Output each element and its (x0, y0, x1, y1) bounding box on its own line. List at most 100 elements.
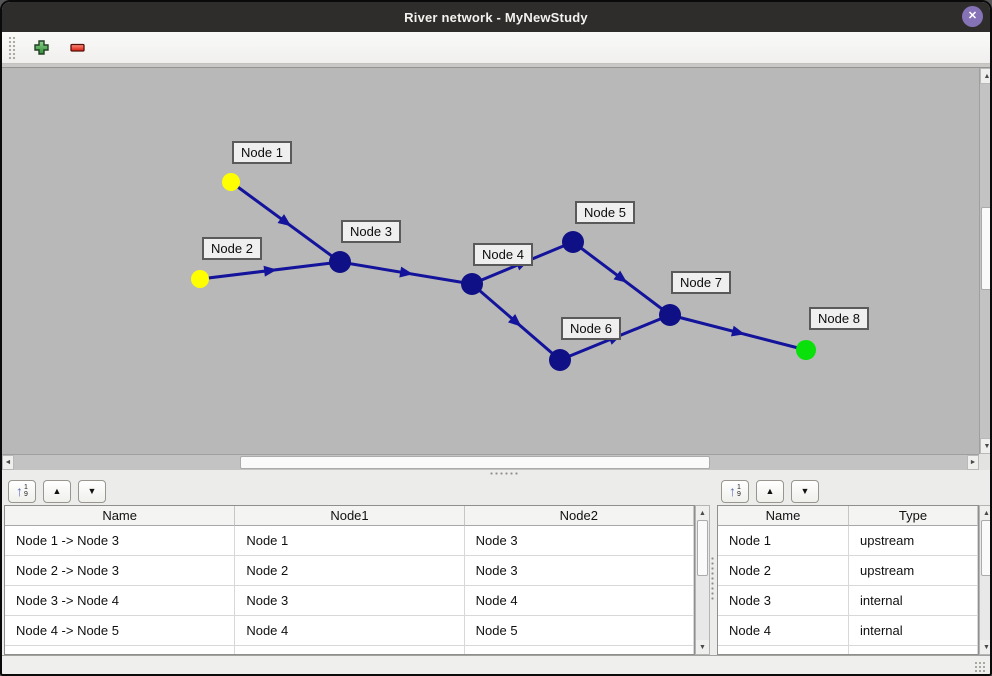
table-cell: Node 4 (235, 616, 465, 646)
canvas-vscrollbar[interactable]: ▲ ▼ (979, 68, 991, 454)
toolbar-drag-handle[interactable] (8, 35, 16, 60)
move-up-button[interactable]: ▲ (756, 479, 784, 503)
table-cell: Node 5 (464, 616, 694, 646)
edge-arrow-icon (277, 214, 292, 227)
table-cell: Node 1 (718, 526, 849, 556)
node-label-node-1: Node 1 (232, 141, 292, 164)
toolbar-separator (2, 64, 990, 68)
scroll-up-button[interactable]: ▲ (980, 506, 990, 520)
vscroll-thumb[interactable] (981, 520, 990, 576)
arrow-down-icon: ▼ (983, 643, 990, 651)
move-up-button[interactable]: ▲ (43, 479, 71, 503)
node-label-node-7: Node 7 (671, 271, 731, 294)
move-down-button[interactable]: ▼ (791, 479, 819, 503)
scroll-right-button[interactable]: ► (967, 455, 979, 470)
window-resize-grip[interactable] (974, 661, 987, 674)
table-cell: Node 4 (464, 586, 694, 616)
table-cell: upstream (848, 526, 978, 556)
table-cell: upstream (848, 556, 978, 586)
network-node-node-3[interactable] (329, 251, 351, 273)
network-node-node-7[interactable] (659, 304, 681, 326)
triangle-down-icon: ▼ (800, 485, 810, 496)
scroll-up-button[interactable]: ▲ (980, 68, 991, 84)
table-row[interactable] (5, 646, 694, 654)
remove-button[interactable] (66, 37, 88, 59)
table-cell: Node 3 (718, 586, 849, 616)
table-cell: Node 3 (464, 556, 694, 586)
splitter-grip-icon (711, 556, 714, 602)
arrow-down-icon: ▼ (983, 442, 991, 450)
main-toolbar (2, 32, 990, 64)
close-button[interactable]: ✕ (962, 6, 983, 27)
table-cell: internal (848, 586, 978, 616)
table-cell: Node 4 -> Node 5 (5, 616, 236, 646)
table-row[interactable] (718, 646, 978, 654)
arrow-down-icon: ▼ (699, 643, 706, 651)
network-node-node-1[interactable] (222, 173, 240, 191)
node-label-node-8: Node 8 (809, 307, 869, 330)
network-node-node-5[interactable] (562, 231, 584, 253)
vscroll-thumb[interactable] (981, 207, 990, 290)
titlebar[interactable]: River network - MyNewStudy ✕ (2, 2, 990, 32)
network-node-node-4[interactable] (461, 273, 483, 295)
column-header-name[interactable]: Name (718, 506, 849, 526)
hscroll-thumb[interactable] (240, 456, 710, 469)
plus-icon (33, 40, 49, 55)
arrow-right-icon: ► (969, 459, 977, 466)
table-cell: Node 2 (235, 556, 465, 586)
network-node-node-6[interactable] (549, 349, 571, 371)
scroll-left-button[interactable]: ◄ (2, 455, 14, 470)
table-cell: internal (848, 616, 978, 646)
table-cell: Node 1 (235, 526, 465, 556)
panel-splitter[interactable] (710, 476, 715, 655)
arrow-up-icon: ▲ (983, 72, 991, 80)
column-header-name[interactable]: Name (5, 506, 236, 526)
scroll-down-button[interactable]: ▼ (980, 640, 990, 654)
column-header-type[interactable]: Type (849, 506, 978, 526)
arrow-up-icon: ▲ (699, 509, 706, 517)
canvas-table-splitter[interactable] (2, 470, 990, 476)
table-cell (849, 646, 978, 654)
scroll-down-button[interactable]: ▼ (696, 640, 709, 654)
vscroll-thumb[interactable] (697, 520, 708, 576)
table-cell: Node 3 -> Node 4 (5, 586, 236, 616)
column-header-node1[interactable]: Node1 (235, 506, 465, 526)
network-node-node-2[interactable] (191, 270, 209, 288)
move-down-button[interactable]: ▼ (78, 479, 106, 503)
window-title: River network - MyNewStudy (404, 9, 588, 25)
scroll-down-button[interactable]: ▼ (980, 438, 991, 454)
scroll-up-button[interactable]: ▲ (696, 506, 709, 520)
column-header-node2[interactable]: Node2 (464, 506, 694, 526)
nodes-vscrollbar[interactable]: ▲ ▼ (979, 505, 990, 655)
minus-icon (69, 43, 85, 52)
network-node-node-8[interactable] (796, 340, 816, 360)
add-button[interactable] (30, 37, 52, 59)
edge-arrow-icon (613, 270, 628, 283)
table-cell (5, 646, 236, 654)
status-bar (2, 655, 990, 674)
table-cell: Node 2 (718, 556, 849, 586)
table-cell: Node 4 (718, 616, 849, 646)
triangle-up-icon: ▲ (765, 485, 775, 496)
canvas-hscrollbar[interactable]: ◄ ► (2, 454, 979, 470)
branches-vscrollbar[interactable]: ▲ ▼ (695, 505, 710, 655)
table-cell: Node 3 (235, 586, 465, 616)
scrollbar-corner (979, 454, 990, 470)
edge-arrow-icon (399, 266, 414, 278)
